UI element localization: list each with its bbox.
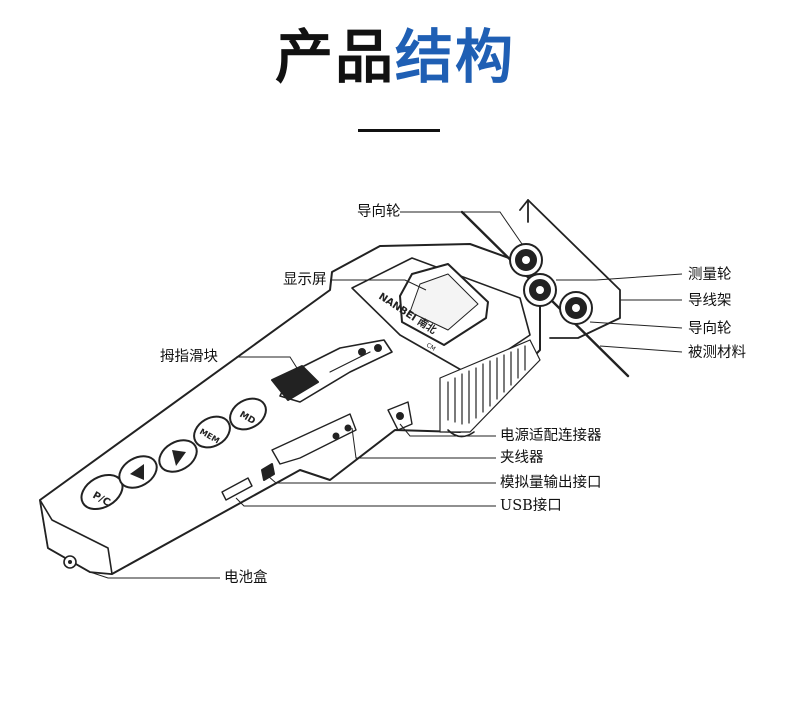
label-battery: 电池盒 [224,570,268,586]
label-analog-output: 模拟量输出接口 [500,475,602,491]
leader-battery [89,571,220,579]
analog-port [261,463,275,481]
button-right [158,439,198,473]
label-display: 显示屏 [283,272,327,288]
leader-usb [235,497,496,507]
title-underline [358,129,440,132]
measure-wheel [523,273,557,307]
usb-port [221,477,253,501]
leader-measure [556,273,683,281]
label-guide-wheel-top: 导向轮 [357,204,401,220]
leader-material [599,345,683,353]
title-part-blue: 结构 [395,23,516,91]
battery-box [39,499,113,575]
label-usb-port: USB接口 [500,498,562,514]
label-wire-frame: 导线架 [688,293,732,309]
button-left [118,455,158,489]
leader-analog [267,475,496,484]
leader-display [330,279,427,291]
guide-wheel-bottom [559,291,593,325]
label-guide-wheel-bottom: 导向轮 [688,321,732,337]
title-part-black: 产品 [274,23,395,91]
page-title: 产品结构 [0,28,790,86]
leader-thumb [236,356,303,377]
label-clamp: 夹线器 [500,450,544,466]
button-mem [193,415,231,449]
label-thumb-slider: 拇指滑块 [160,349,218,365]
leader-power [399,423,496,437]
vent-grille [439,339,541,433]
thumb-slider [271,339,393,403]
brand-small: CM [425,342,437,353]
label-material: 被测材料 [688,345,746,361]
clamp [271,413,357,465]
label-measure-wheel: 测量轮 [688,267,732,283]
leader-guide-top [400,211,523,245]
leader-clamp [351,427,496,459]
button-md [229,397,267,431]
wire-frame [519,199,621,339]
leader-guide-bottom [589,321,683,329]
label-power-connector: 电源适配连接器 [500,428,602,444]
guide-wheel-top [509,243,543,277]
